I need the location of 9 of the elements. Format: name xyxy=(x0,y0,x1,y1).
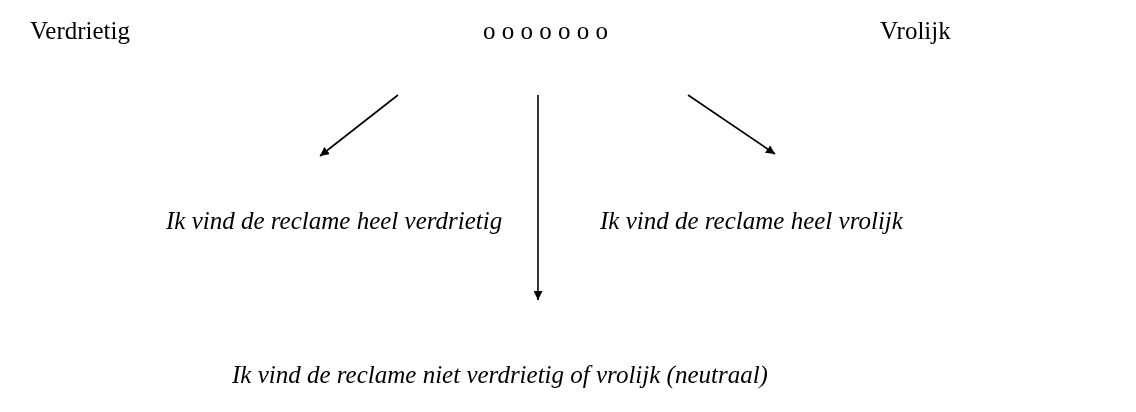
arrow xyxy=(533,94,543,301)
answer-text: Ik vind de reclame heel vrolijk xyxy=(600,206,903,236)
arrow xyxy=(319,94,399,157)
arrow xyxy=(687,94,776,155)
answer-text: Ik vind de reclame niet verdrietig of vrolijk (neutraal) xyxy=(232,360,768,390)
rating-scale: o o o o o o o xyxy=(483,16,608,46)
scale-label: Verdrietig xyxy=(30,16,130,46)
answer-text: Ik vind de reclame heel verdrietig xyxy=(166,206,503,236)
scale-label: Vrolijk xyxy=(880,16,951,46)
